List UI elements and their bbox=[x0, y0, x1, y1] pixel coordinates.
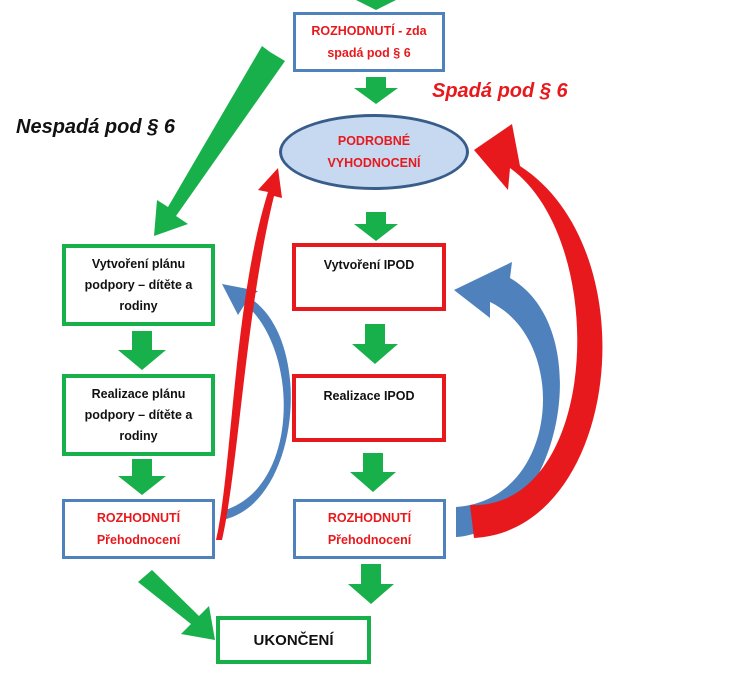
ipod-realize-box: Realizace IPOD bbox=[292, 374, 446, 442]
ipod-create-label: Vytvoření IPOD bbox=[323, 258, 415, 272]
plan-realize-line2: podpory – dítěte a bbox=[84, 407, 193, 422]
plan-create-box: Vytvoření plánu podpory – dítěte a rodin… bbox=[62, 244, 215, 326]
decision-top-line2: spadá pod § 6 bbox=[327, 46, 411, 60]
arrow-plan-to-realize bbox=[118, 331, 166, 370]
label-nespada: Nespadá pod § 6 bbox=[16, 116, 175, 138]
arrow-blue-right-loop bbox=[454, 262, 560, 537]
plan-realize-line3: rodiny bbox=[119, 428, 158, 443]
decision-left-line1: ROZHODNUTÍ bbox=[96, 511, 181, 525]
arrow-realize-to-left-decision bbox=[118, 459, 166, 495]
decision-right-line2: Přehodnocení bbox=[327, 533, 412, 547]
arrow-to-evaluation bbox=[354, 77, 398, 104]
plan-create-line2: podpory – dítěte a bbox=[84, 277, 193, 292]
arrow-to-ipod-realize bbox=[352, 324, 398, 364]
decision-box-right: ROZHODNUTÍ Přehodnocení bbox=[293, 499, 446, 559]
ipod-realize-label: Realizace IPOD bbox=[323, 389, 415, 403]
plan-realize-line1: Realizace plánu bbox=[91, 386, 186, 401]
decision-box-top: ROZHODNUTÍ - zda spadá pod § 6 bbox=[293, 12, 445, 72]
ipod-create-box: Vytvoření IPOD bbox=[292, 243, 446, 311]
arrow-to-plan bbox=[154, 46, 285, 236]
evaluation-line2: VYHODNOCENÍ bbox=[327, 156, 421, 170]
decision-box-left: ROZHODNUTÍ Přehodnocení bbox=[62, 499, 215, 559]
arrow-left-to-end bbox=[138, 570, 215, 640]
end-box: UKONČENÍ bbox=[216, 616, 371, 664]
arrow-to-right-decision bbox=[350, 453, 396, 492]
end-label: UKONČENÍ bbox=[253, 631, 334, 649]
arrow-red-left-loop bbox=[216, 168, 282, 540]
evaluation-ellipse: PODROBNÉ VYHODNOCENÍ bbox=[279, 114, 469, 190]
arrow-top-entry bbox=[356, 0, 396, 10]
decision-right-line1: ROZHODNUTÍ bbox=[327, 511, 412, 525]
plan-create-line1: Vytvoření plánu bbox=[91, 256, 186, 271]
arrow-red-right-loop bbox=[470, 124, 603, 538]
plan-create-line3: rodiny bbox=[119, 298, 158, 313]
decision-top-line1: ROZHODNUTÍ - zda bbox=[311, 24, 427, 38]
plan-realize-box: Realizace plánu podpory – dítěte a rodin… bbox=[62, 374, 215, 456]
arrow-right-to-end bbox=[348, 564, 394, 604]
arrow-blue-left-loop bbox=[222, 284, 291, 520]
arrow-to-ipod-create bbox=[354, 212, 398, 241]
evaluation-line1: PODROBNÉ bbox=[337, 134, 411, 148]
decision-left-line2: Přehodnocení bbox=[96, 533, 181, 547]
label-spada: Spadá pod § 6 bbox=[432, 80, 568, 102]
